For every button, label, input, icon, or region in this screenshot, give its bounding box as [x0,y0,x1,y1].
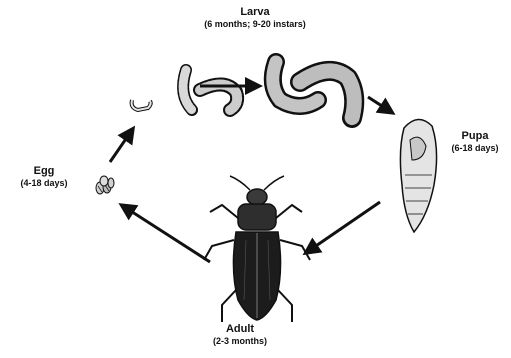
arrow-adult-to-egg [126,208,210,262]
pupa-illustration [400,119,436,232]
egg-stage-name: Egg [4,165,84,178]
larva-label: Larva (6 months; 9-20 instars) [180,6,330,29]
pupa-stage-name: Pupa [440,130,510,143]
arrow-egg-to-larva [110,133,130,162]
egg-label: Egg (4-18 days) [4,165,84,188]
pupa-label: Pupa (6-18 days) [440,130,510,153]
adult-duration: (2-3 months) [190,336,290,346]
adult-beetle-illustration [204,176,310,322]
larva-first-instar-illustration [132,100,151,110]
arrow-pupa-to-adult [310,202,380,250]
egg-cluster-illustration [96,176,114,194]
arrow-larva-to-pupa [368,97,388,110]
larva-mid-instar-illustration [200,84,237,110]
adult-label: Adult (2-3 months) [190,323,290,346]
larva-early-instar-illustration [183,70,192,110]
larva-stage-name: Larva [180,6,330,19]
larva-duration: (6 months; 9-20 instars) [180,19,330,29]
pupa-duration: (6-18 days) [440,143,510,153]
egg-duration: (4-18 days) [4,178,84,188]
adult-stage-name: Adult [190,323,290,336]
